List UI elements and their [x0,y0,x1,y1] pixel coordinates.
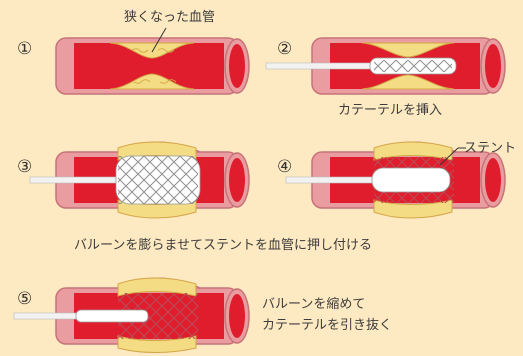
label-inflate-balloon: バルーンを膨らませてステントを血管に押し付ける [74,238,372,253]
step-4-vessel [285,141,506,219]
step-5-vessel [13,277,250,353]
label-narrowed-vessel: 狭くなった血管 [124,10,216,25]
label-deflate-balloon-line1: バルーンを縮めて [262,297,366,312]
step-number-1: ① [17,39,33,59]
step-2-vessel [265,37,506,95]
label-stent: ステント [464,141,517,156]
step-number-2: ② [277,39,293,59]
step-1-vessel [55,27,250,95]
label-insert-catheter: カテーテルを挿入 [338,103,443,118]
step-number-5: ⑤ [17,289,33,309]
step-3-vessel [29,141,250,219]
step-number-4: ④ [277,157,293,177]
label-deflate-balloon-line2: カテーテルを引き抜く [262,318,393,333]
step-number-3: ③ [17,157,33,177]
